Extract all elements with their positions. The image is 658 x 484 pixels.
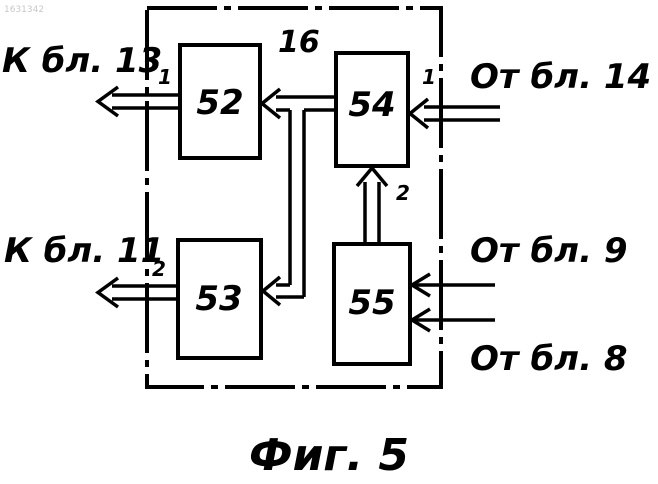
link-55-54-label: 2 (396, 181, 410, 205)
label-from-block-8: От бл. 8 (470, 339, 628, 379)
block-54-label: 54 (348, 85, 395, 125)
scan-watermark: 1631342 (4, 5, 44, 15)
unit-16-label: 16 (278, 25, 320, 60)
bus-55-to-54 (357, 168, 387, 244)
line-block9-to-55 (412, 274, 495, 296)
label-from-block-9: От бл. 9 (470, 231, 628, 271)
bus-53-to-block11 (98, 278, 178, 307)
bus-54-to-52-and-53 (262, 89, 336, 305)
label-to-block-11: К бл. 11 (4, 231, 164, 271)
bus-block14-to-54 (410, 99, 500, 128)
block-55-label: 55 (348, 283, 395, 323)
port-54-in-label: 1 (422, 65, 436, 89)
block-52-label: 52 (196, 83, 243, 123)
block-53-label: 53 (195, 279, 242, 319)
label-to-block-13: К бл. 13 (2, 41, 162, 81)
figure-caption: Фиг. 5 (249, 430, 409, 481)
label-from-block-14: От бл. 14 (470, 57, 651, 97)
line-block8-to-55 (412, 309, 495, 331)
bus-52-to-block13 (98, 87, 180, 116)
